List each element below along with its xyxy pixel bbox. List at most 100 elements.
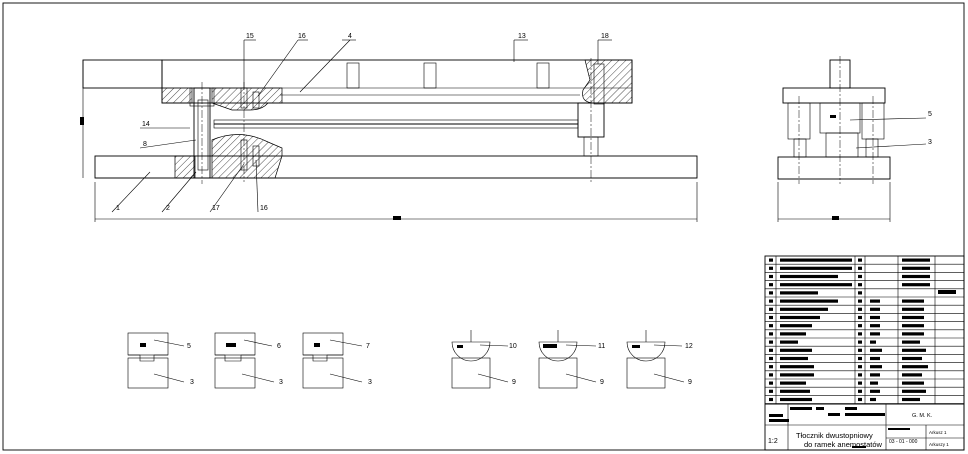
detail-label-12: 12 <box>685 343 693 350</box>
parts-cell-text <box>870 397 876 402</box>
detail-label-3b: 3 <box>279 379 283 386</box>
parts-cell-text <box>870 315 880 320</box>
parts-cell-text <box>902 389 926 393</box>
label-16-top: 16 <box>298 33 306 40</box>
detail-label-11: 11 <box>598 343 605 350</box>
parts-cell-text <box>769 340 773 344</box>
parts-cell-text <box>769 356 773 361</box>
label-13: 13 <box>518 33 526 40</box>
parts-cell-text <box>780 373 814 377</box>
parts-cell-text <box>902 299 924 303</box>
label-8: 8 <box>143 141 147 148</box>
label-1: 1 <box>116 205 120 212</box>
parts-cell-text <box>870 307 880 311</box>
parts-cell-text <box>780 258 852 262</box>
parts-cell-text <box>902 307 924 311</box>
title-block: - G. M. K. 1:2 Tłocznik dwustopniowy do … <box>764 255 965 451</box>
parts-cell-text <box>780 397 812 402</box>
detail-label-10: 10 <box>509 343 517 350</box>
parts-cell-text <box>769 365 773 369</box>
parts-cell-text <box>858 266 862 270</box>
parts-cell-text <box>858 373 862 377</box>
parts-cell-text <box>780 307 828 311</box>
parts-cell-text <box>769 373 773 377</box>
parts-cell-text <box>769 283 773 287</box>
parts-cell-text <box>902 274 930 279</box>
detail-label-9c: 9 <box>688 379 692 386</box>
parts-cell-text <box>858 283 862 287</box>
parts-cell-text <box>902 365 928 369</box>
side-top-plate <box>782 87 886 104</box>
detail-label-5: 5 <box>187 343 191 350</box>
parts-cell-text <box>870 356 880 361</box>
parts-cell-text <box>769 258 773 262</box>
parts-cell-text <box>870 299 880 303</box>
label-2: 2 <box>166 205 170 212</box>
label-18: 18 <box>601 33 609 40</box>
side-label-3: 3 <box>928 139 932 146</box>
parts-cell-text <box>870 381 878 385</box>
parts-cell-text <box>780 381 806 385</box>
parts-cell-text <box>769 332 773 336</box>
label-17: 17 <box>212 205 220 212</box>
scale: 1:2 <box>768 438 778 445</box>
parts-cell-text <box>858 258 862 262</box>
parts-cell-text <box>870 340 876 344</box>
detail-label-9a: 9 <box>512 379 516 386</box>
sheet-number: Arkusz 1 <box>929 430 947 435</box>
label-15: 15 <box>246 33 254 40</box>
parts-cell-text <box>902 258 930 262</box>
parts-cell-text <box>769 348 773 352</box>
detail-label-6: 6 <box>277 343 281 350</box>
parts-cell-text <box>769 291 773 295</box>
label-4: 4 <box>348 33 352 40</box>
parts-cell-text <box>780 283 852 287</box>
parts-cell-text <box>870 332 880 336</box>
detail-label-3a: 3 <box>190 379 194 386</box>
parts-cell-text <box>870 348 882 352</box>
parts-cell-text <box>902 356 922 361</box>
parts-cell-text <box>902 373 922 377</box>
parts-cell-text <box>769 315 773 320</box>
parts-cell-text <box>780 340 798 344</box>
parts-cell-text <box>780 299 838 303</box>
section-top-right <box>582 59 633 104</box>
parts-cell-text <box>902 332 924 336</box>
parts-cell-text <box>870 365 882 369</box>
side-label-5: 5 <box>928 111 932 118</box>
parts-cell-text <box>780 356 808 361</box>
detail-views: 5 3 6 3 7 3 10 9 11 9 <box>127 330 693 389</box>
school-name: G. M. K. <box>912 413 933 419</box>
parts-cell-text <box>858 332 862 336</box>
section-top-left <box>161 87 193 104</box>
parts-cell-text <box>858 274 862 279</box>
parts-cell-text <box>902 266 930 270</box>
section-bottom-left <box>174 155 196 179</box>
drawing-title-line1: Tłocznik dwustopniowy <box>796 431 873 440</box>
parts-cell-text <box>769 274 773 279</box>
parts-cell-text <box>858 307 862 311</box>
side-view: 5 3 <box>777 56 932 222</box>
parts-cell-text <box>769 397 773 402</box>
parts-cell-text <box>858 365 862 369</box>
parts-cell-text <box>780 324 812 328</box>
detail-label-9b: 9 <box>600 379 604 386</box>
parts-cell-text <box>902 348 926 352</box>
parts-cell-text <box>780 365 814 369</box>
parts-cell-text <box>858 389 862 393</box>
parts-cell-text <box>858 340 862 344</box>
label-16-bottom: 16 <box>260 205 268 212</box>
detail-label-3c: 3 <box>368 379 372 386</box>
parts-cell-text <box>870 389 880 393</box>
sheet-count: Arkuszy 1 <box>929 442 949 447</box>
parts-cell-text <box>902 324 924 328</box>
label-14: 14 <box>142 121 150 128</box>
drawing-title-line2: do ramek anemostatów <box>804 440 883 449</box>
parts-cell-text <box>858 397 862 402</box>
front-view: 15 16 4 13 18 14 8 1 2 17 16 <box>80 33 698 222</box>
parts-cell-text <box>780 274 838 279</box>
parts-cell-text <box>769 266 773 270</box>
parts-cell-text <box>858 315 862 320</box>
